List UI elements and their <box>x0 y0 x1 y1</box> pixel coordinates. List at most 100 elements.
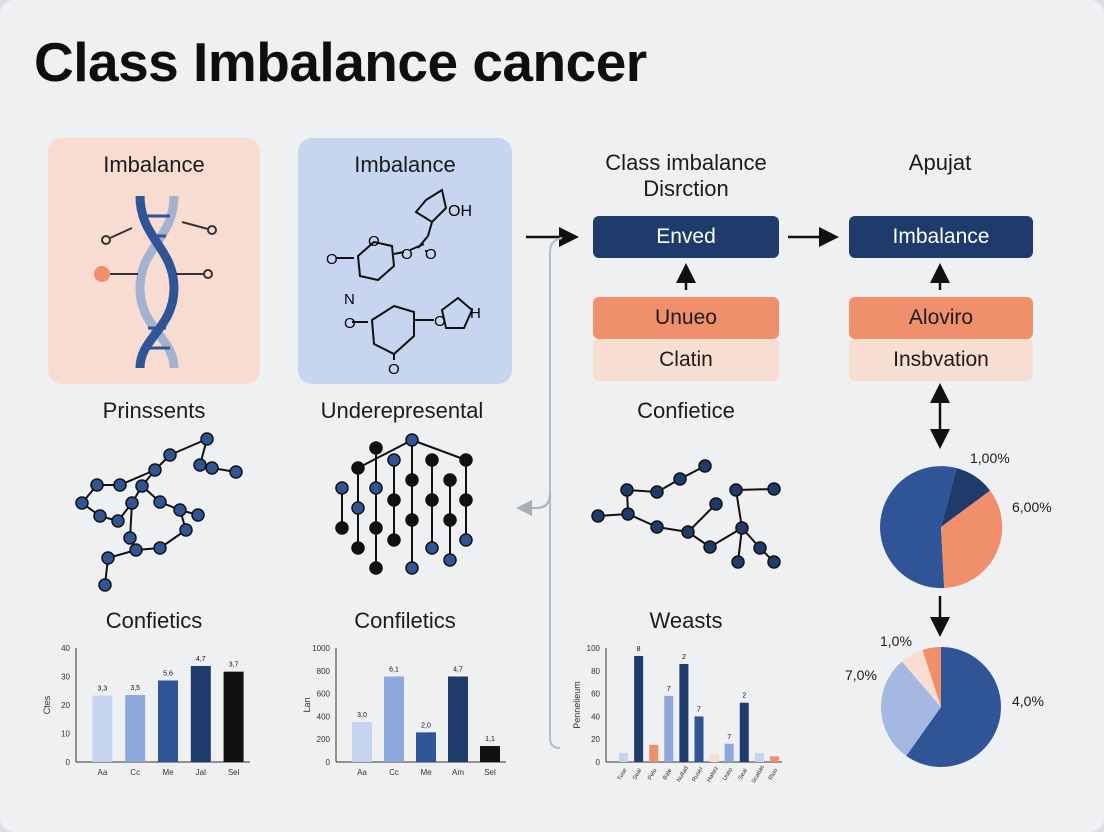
imbalance-panel-molecule: Imbalance OH O O O O N <box>298 138 512 384</box>
network-node <box>767 555 781 569</box>
network-node <box>753 541 767 555</box>
y-tick-label: 20 <box>61 701 70 710</box>
top-pie-label-2: 6,00% <box>1012 499 1052 515</box>
y-axis-label: Ctes <box>42 695 52 714</box>
bar <box>679 663 689 762</box>
bar <box>480 746 500 762</box>
bar <box>724 743 734 762</box>
network-node <box>673 472 687 486</box>
bar <box>649 744 659 762</box>
network-node <box>425 453 439 467</box>
enved-box: Enved <box>593 216 779 258</box>
network-node <box>173 503 187 517</box>
x-tick-label: Cc <box>130 768 140 777</box>
disrction-heading: Disrction <box>643 176 729 201</box>
network-node <box>369 481 383 495</box>
network-node <box>135 479 149 493</box>
network-node <box>459 533 473 547</box>
network-node <box>443 513 457 527</box>
network-node <box>698 459 712 473</box>
bottom-pie-label-3: 4,0% <box>1012 693 1044 709</box>
mol-o5: O <box>344 315 356 332</box>
molecule-icon: OH O O O O N O O H O <box>326 188 481 378</box>
network-node <box>729 483 743 497</box>
bar-value-label: 5,6 <box>163 670 173 677</box>
network-node <box>129 543 143 557</box>
x-tick-label: Pelu <box>647 768 658 781</box>
x-tick-label: Seai <box>738 768 749 781</box>
network-node <box>90 478 104 492</box>
x-tick-label: Sel <box>228 768 240 777</box>
x-tick-label: Bale <box>662 767 674 781</box>
bar <box>352 722 372 762</box>
network-confietice <box>591 459 781 569</box>
bar-value-label: 2 <box>742 693 746 700</box>
network-node <box>200 432 214 446</box>
dna-panel-label: Imbalance <box>103 152 205 177</box>
network-node <box>125 496 139 510</box>
dna-icon <box>94 195 217 369</box>
network-node <box>153 541 167 555</box>
bar <box>92 695 113 762</box>
imbalance-box: Imbalance <box>849 216 1033 258</box>
x-tick-label: Me <box>162 768 174 777</box>
bar-value-label: 2 <box>682 654 686 661</box>
network-node <box>351 461 365 475</box>
y-tick-label: 40 <box>591 712 600 721</box>
y-tick-label: 0 <box>596 758 601 767</box>
class-imbalance-heading: Class imbalance <box>605 150 767 175</box>
mol-n: N <box>344 291 355 308</box>
x-tick-label: Am <box>452 768 464 777</box>
network-node <box>101 551 115 565</box>
bottom-pie-navy <box>906 647 1001 768</box>
network-node <box>98 578 112 592</box>
network-node <box>191 508 205 522</box>
bar <box>158 680 178 762</box>
bottom-pie <box>880 647 1001 768</box>
network-node <box>459 453 473 467</box>
network-node <box>650 520 664 534</box>
network-node <box>735 521 749 535</box>
network-node <box>369 441 383 455</box>
underrepresental-heading: Underepresental <box>320 398 484 423</box>
apujat-heading: Apujat <box>908 150 972 175</box>
bar-value-label: 7 <box>667 686 671 693</box>
x-tick-label: Aa <box>357 768 367 777</box>
network-node <box>405 473 419 487</box>
network-node <box>459 493 473 507</box>
bar <box>125 695 146 762</box>
network-edge <box>411 439 467 461</box>
network-node <box>620 483 634 497</box>
top-pie-orange <box>941 490 1003 588</box>
molecule-panel-label: Imbalance <box>354 152 456 177</box>
y-tick-label: 0 <box>66 758 71 767</box>
network-node <box>443 553 457 567</box>
y-axis-label: Pennelieum <box>572 681 582 729</box>
bar <box>448 676 468 762</box>
x-tick-label: Aa <box>98 768 108 777</box>
network-node <box>111 514 125 528</box>
y-tick-label: 800 <box>317 667 331 676</box>
mol-o6: O <box>434 313 446 330</box>
bottom-pie-label-2: 7,0% <box>845 667 877 683</box>
bar-value-label: 3,3 <box>98 686 108 693</box>
network-prinssents <box>75 432 243 592</box>
bar-value-label: 7 <box>727 734 731 741</box>
y-tick-label: 10 <box>61 730 70 739</box>
bar-chart-2: 02004006008001000Lan3,0Aa6,1Cc2,0Me4,7Am… <box>302 644 506 777</box>
network-node <box>443 473 457 487</box>
bottom-pie-pale <box>901 649 941 707</box>
network-node <box>229 465 243 479</box>
page-title: Class Imbalance cancer <box>34 31 647 93</box>
clatin-box: Clatin <box>593 339 779 381</box>
y-tick-label: 600 <box>317 690 331 699</box>
x-tick-label: Me <box>420 768 432 777</box>
bar <box>416 732 436 762</box>
network-node <box>351 501 365 515</box>
network-node <box>767 482 781 496</box>
network-node <box>591 509 605 523</box>
